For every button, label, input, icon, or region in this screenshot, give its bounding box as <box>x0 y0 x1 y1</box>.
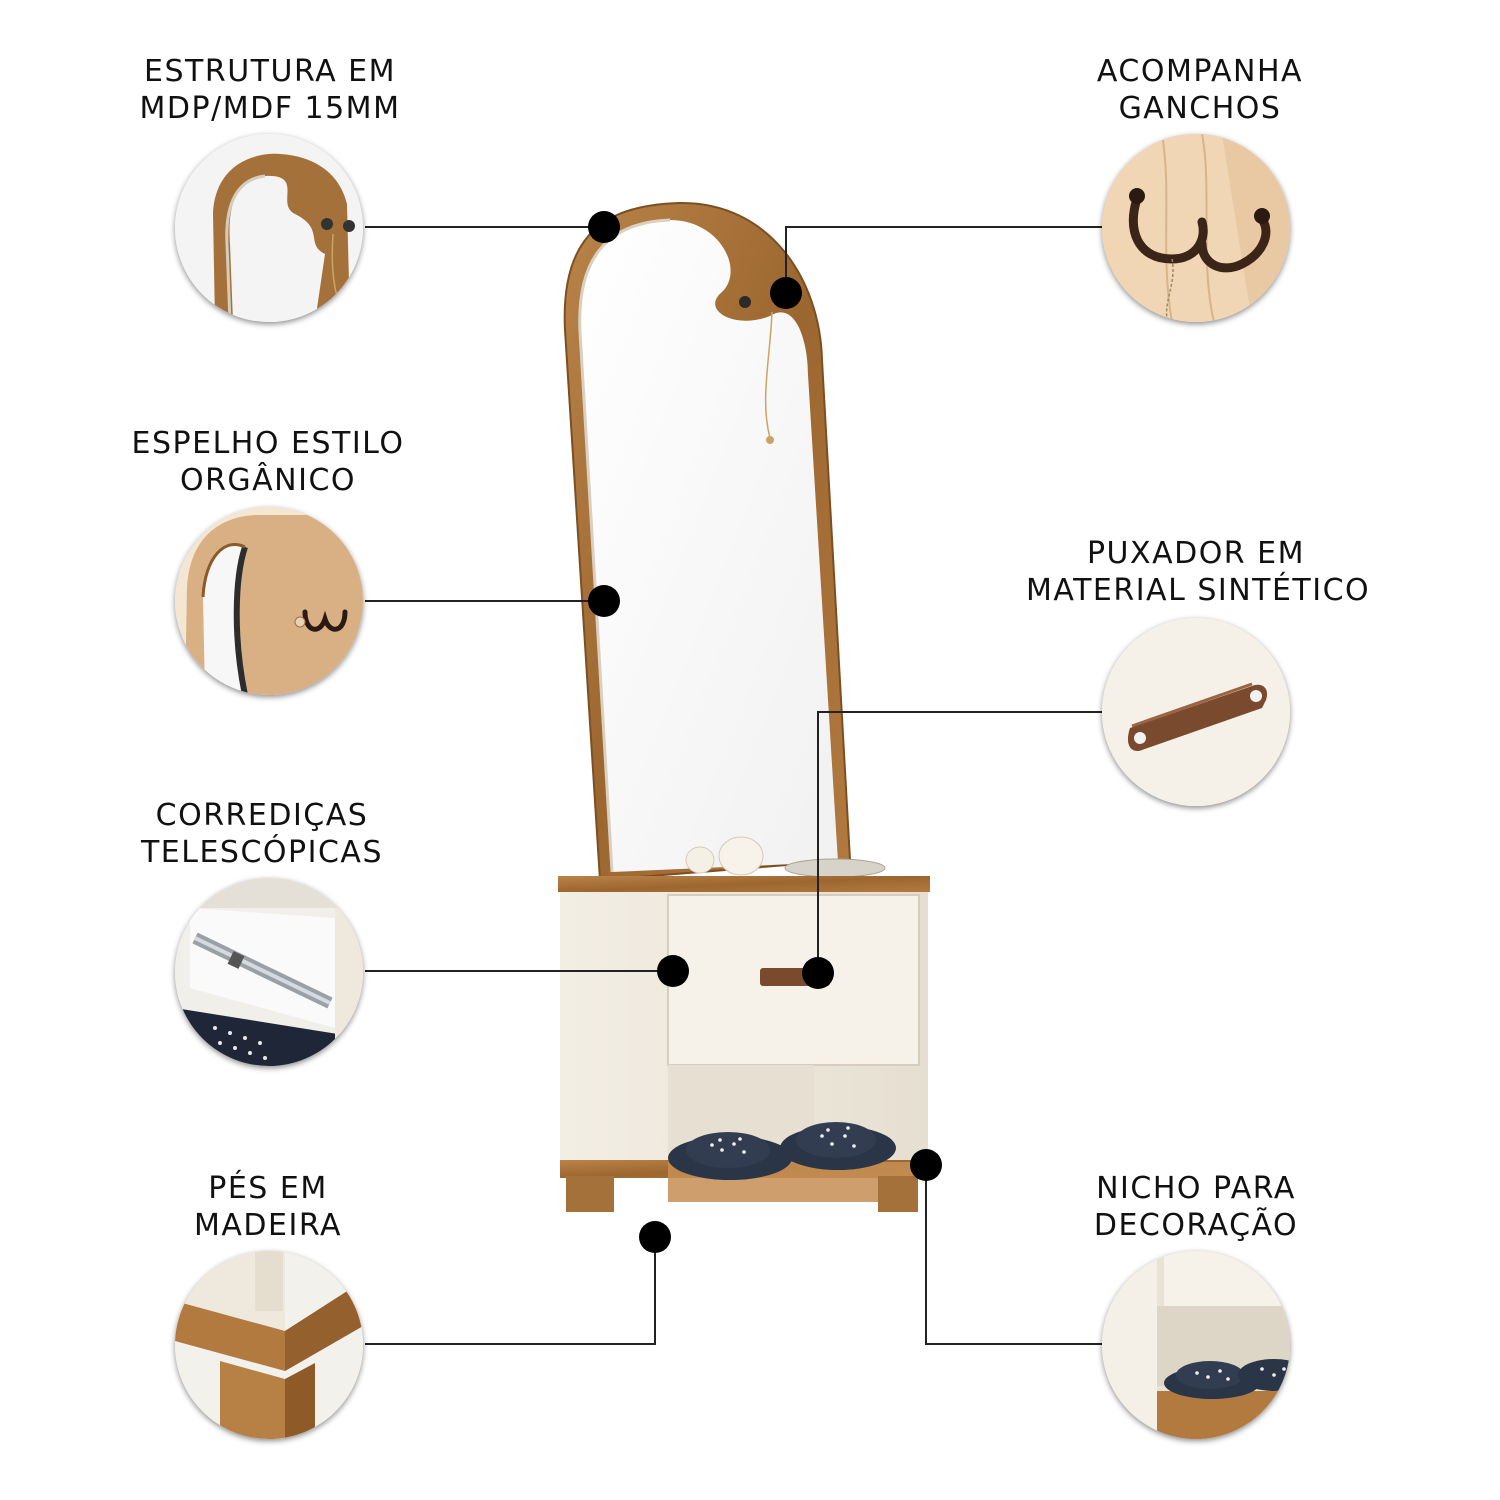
label-line: PUXADOR EM <box>1086 536 1306 571</box>
label-line: MDP/MDF 15MM <box>139 91 401 126</box>
label-line: PÉS EM <box>208 1171 328 1206</box>
label-line: NICHO PARA <box>1096 1171 1296 1206</box>
dot-pes <box>639 1221 671 1253</box>
detail-circle-nicho <box>1102 1251 1290 1439</box>
callout-label-pes: PÉS EM MADEIRA <box>118 1170 418 1244</box>
callout-label-corredicas: CORREDIÇAS TELESCÓPICAS <box>112 797 412 871</box>
label-line: MATERIAL SINTÉTICO <box>1026 573 1371 608</box>
label-line: ACOMPANHA <box>1096 54 1304 89</box>
connector-pes <box>365 1237 656 1345</box>
mirror <box>563 201 852 882</box>
label-line: TELESCÓPICAS <box>140 835 383 870</box>
dot-espelho <box>588 585 620 617</box>
detail-circle-espelho <box>175 507 363 695</box>
callout-label-nicho: NICHO PARA DECORAÇÃO <box>1046 1170 1346 1244</box>
dot-ganchos <box>770 277 802 309</box>
label-line: ESPELHO ESTILO <box>131 426 405 461</box>
detail-circle-ganchos <box>1102 134 1290 322</box>
callout-label-ganchos: ACOMPANHA GANCHOS <box>1050 53 1350 127</box>
dot-puxador <box>802 957 834 989</box>
detail-circle-estrutura <box>175 134 363 322</box>
label-line: DECORAÇÃO <box>1093 1208 1299 1243</box>
decor-objects <box>685 836 886 878</box>
callout-label-espelho: ESPELHO ESTILO ORGÂNICO <box>118 425 418 499</box>
detail-circle-corredicas <box>175 878 363 1066</box>
detail-circle-pes <box>175 1251 363 1439</box>
hook-icon <box>1128 188 1271 273</box>
label-line: GANCHOS <box>1118 91 1282 126</box>
label-line: MADEIRA <box>194 1208 342 1243</box>
callout-label-puxador: PUXADOR EM MATERIAL SINTÉTICO <box>1026 535 1371 609</box>
label-line: ORGÂNICO <box>179 463 357 498</box>
label-line: ESTRUTURA EM <box>144 54 396 89</box>
slipper-icon <box>1164 1359 1290 1399</box>
connector-ganchos <box>785 226 1102 293</box>
dot-nicho <box>910 1149 942 1181</box>
dot-estrutura <box>588 211 620 243</box>
detail-circle-puxador <box>1102 618 1290 806</box>
dot-corredicas <box>657 955 689 987</box>
callout-label-estrutura: ESTRUTURA EM MDP/MDF 15MM <box>120 53 420 127</box>
label-line: CORREDIÇAS <box>155 798 369 833</box>
slippers <box>668 1122 896 1180</box>
connector-nicho <box>925 1165 1102 1345</box>
handle-icon <box>1127 682 1268 752</box>
connector-puxador <box>817 711 1102 973</box>
